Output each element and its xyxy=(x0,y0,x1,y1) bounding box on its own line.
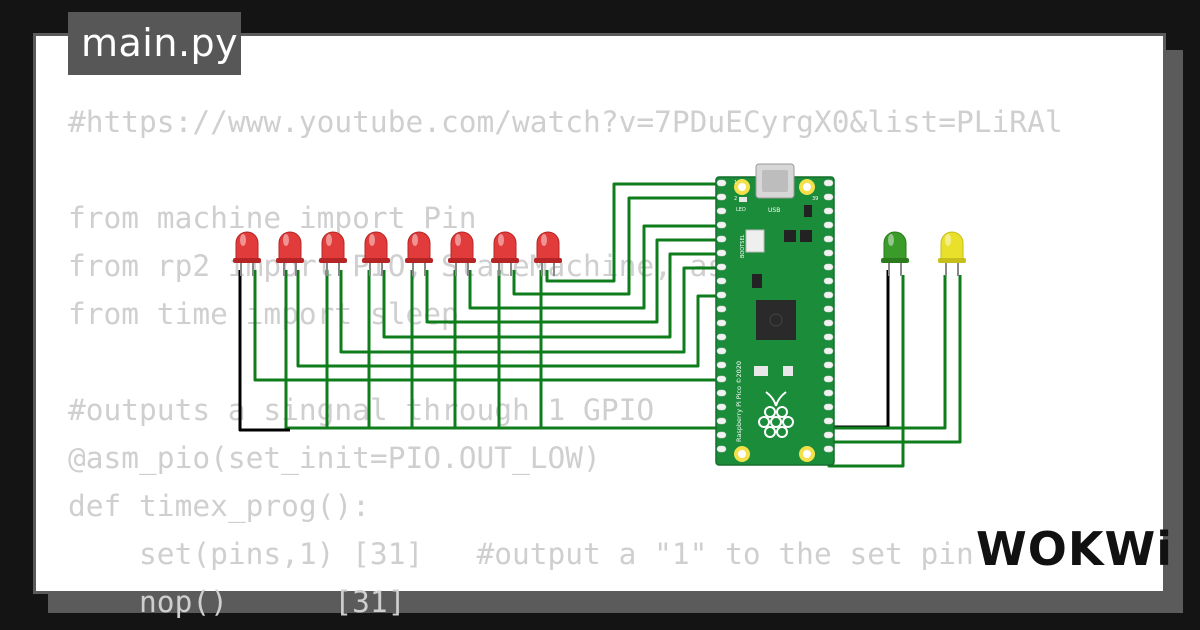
pin-pad xyxy=(823,235,834,243)
pin-pad xyxy=(823,389,834,397)
board-silk-text: Raspberry Pi Pico ©2020 xyxy=(735,361,743,442)
usb-label: USB xyxy=(768,207,780,214)
pin-pad xyxy=(823,291,834,299)
pin-pad xyxy=(823,417,834,425)
pin-pad xyxy=(716,263,727,271)
pin-pad xyxy=(716,179,727,187)
led[interactable] xyxy=(534,231,562,276)
raspberry-logo xyxy=(758,391,794,438)
led[interactable] xyxy=(491,231,519,276)
pin-pad xyxy=(823,193,834,201)
led[interactable] xyxy=(405,231,433,276)
wire xyxy=(512,196,722,296)
pin-pad xyxy=(716,235,727,243)
wokwi-logo-text: WOKWi xyxy=(976,522,1173,576)
pin-header-right xyxy=(823,179,834,453)
led[interactable] xyxy=(881,231,909,276)
pin-pad xyxy=(716,319,727,327)
pin-pad xyxy=(823,403,834,411)
pin-pad xyxy=(823,361,834,369)
pin-pad xyxy=(716,333,727,341)
led[interactable] xyxy=(362,231,390,276)
code-line: #outputs a singnal through 1 GPIO xyxy=(68,393,655,427)
pin-pad xyxy=(823,277,834,285)
pin-pad xyxy=(823,333,834,341)
pin-pad xyxy=(716,291,727,299)
wire xyxy=(296,270,722,368)
pin-pad xyxy=(716,305,727,313)
code-line: @asm_pio(set_init=PIO.OUT_LOW) xyxy=(68,441,601,475)
led[interactable] xyxy=(319,231,347,276)
flash-chip xyxy=(752,274,762,288)
project-card: #https://www.youtube.com/watch?v=7PDuECy… xyxy=(33,33,1166,619)
wires xyxy=(238,182,962,468)
pin-pad xyxy=(823,263,834,271)
wokwi-logo: WOKWi xyxy=(976,522,1173,576)
pin-header-left xyxy=(716,179,727,453)
pin-pad xyxy=(716,347,727,355)
pin-pad xyxy=(716,361,727,369)
led-label: LED xyxy=(736,207,746,213)
pin-pad xyxy=(716,277,727,285)
pin-pad xyxy=(823,207,834,215)
pin-2-label: 2 xyxy=(734,196,737,202)
regulator-chip xyxy=(784,230,796,242)
wire xyxy=(425,238,722,324)
led-component xyxy=(739,197,747,202)
led[interactable] xyxy=(276,231,304,276)
pin-pad xyxy=(823,305,834,313)
pin-pad xyxy=(716,445,727,453)
wire xyxy=(468,224,722,310)
wire xyxy=(284,270,722,430)
pin-1-label: 1 xyxy=(734,180,737,186)
code-line: from machine import Pin xyxy=(68,201,477,235)
pin-pad xyxy=(716,207,727,215)
pin-pad xyxy=(823,249,834,257)
wire xyxy=(545,182,722,283)
pin-pad xyxy=(716,221,727,229)
pico-board: USB LED 1 2 39 BOOTSEL Raspberry Pi Pico… xyxy=(715,163,835,466)
wire xyxy=(382,252,722,339)
led[interactable] xyxy=(233,231,261,276)
led[interactable] xyxy=(448,231,476,276)
wire xyxy=(829,275,947,430)
pin-pad xyxy=(716,375,727,383)
rp2040-chip xyxy=(756,300,796,340)
pin-pad xyxy=(716,249,727,257)
pin-pad xyxy=(716,193,727,201)
bootsel-button[interactable] xyxy=(745,229,765,253)
code-line: #https://www.youtube.com/watch?v=7PDuECy… xyxy=(68,105,1063,139)
pin-39-label: 39 xyxy=(812,196,818,202)
pin-pad xyxy=(716,389,727,397)
wire xyxy=(829,275,962,444)
code-line: set(pins,1) [31] #output a "1" to the se… xyxy=(68,537,974,571)
pin-pad xyxy=(823,221,834,229)
pin-pad xyxy=(823,431,834,439)
pin-pad xyxy=(716,417,727,425)
wire xyxy=(339,266,722,354)
pin-pad xyxy=(823,375,834,383)
pin-pad xyxy=(823,179,834,187)
bootsel-label: BOOTSEL xyxy=(740,234,746,258)
code-line: nop() [31] xyxy=(68,585,406,619)
wire xyxy=(827,275,905,468)
file-tab-label: main.py xyxy=(81,21,239,65)
file-tab[interactable]: main.py xyxy=(68,12,241,75)
pin-pad xyxy=(823,347,834,355)
pin-pad xyxy=(716,403,727,411)
pin-pad xyxy=(823,445,834,453)
wire xyxy=(827,270,890,429)
led-row xyxy=(233,231,966,276)
pin-pad xyxy=(823,319,834,327)
code-line: def timex_prog(): xyxy=(68,489,370,523)
led[interactable] xyxy=(938,231,966,276)
wire xyxy=(238,270,290,432)
wire xyxy=(253,270,722,382)
pin-pad xyxy=(716,431,727,439)
